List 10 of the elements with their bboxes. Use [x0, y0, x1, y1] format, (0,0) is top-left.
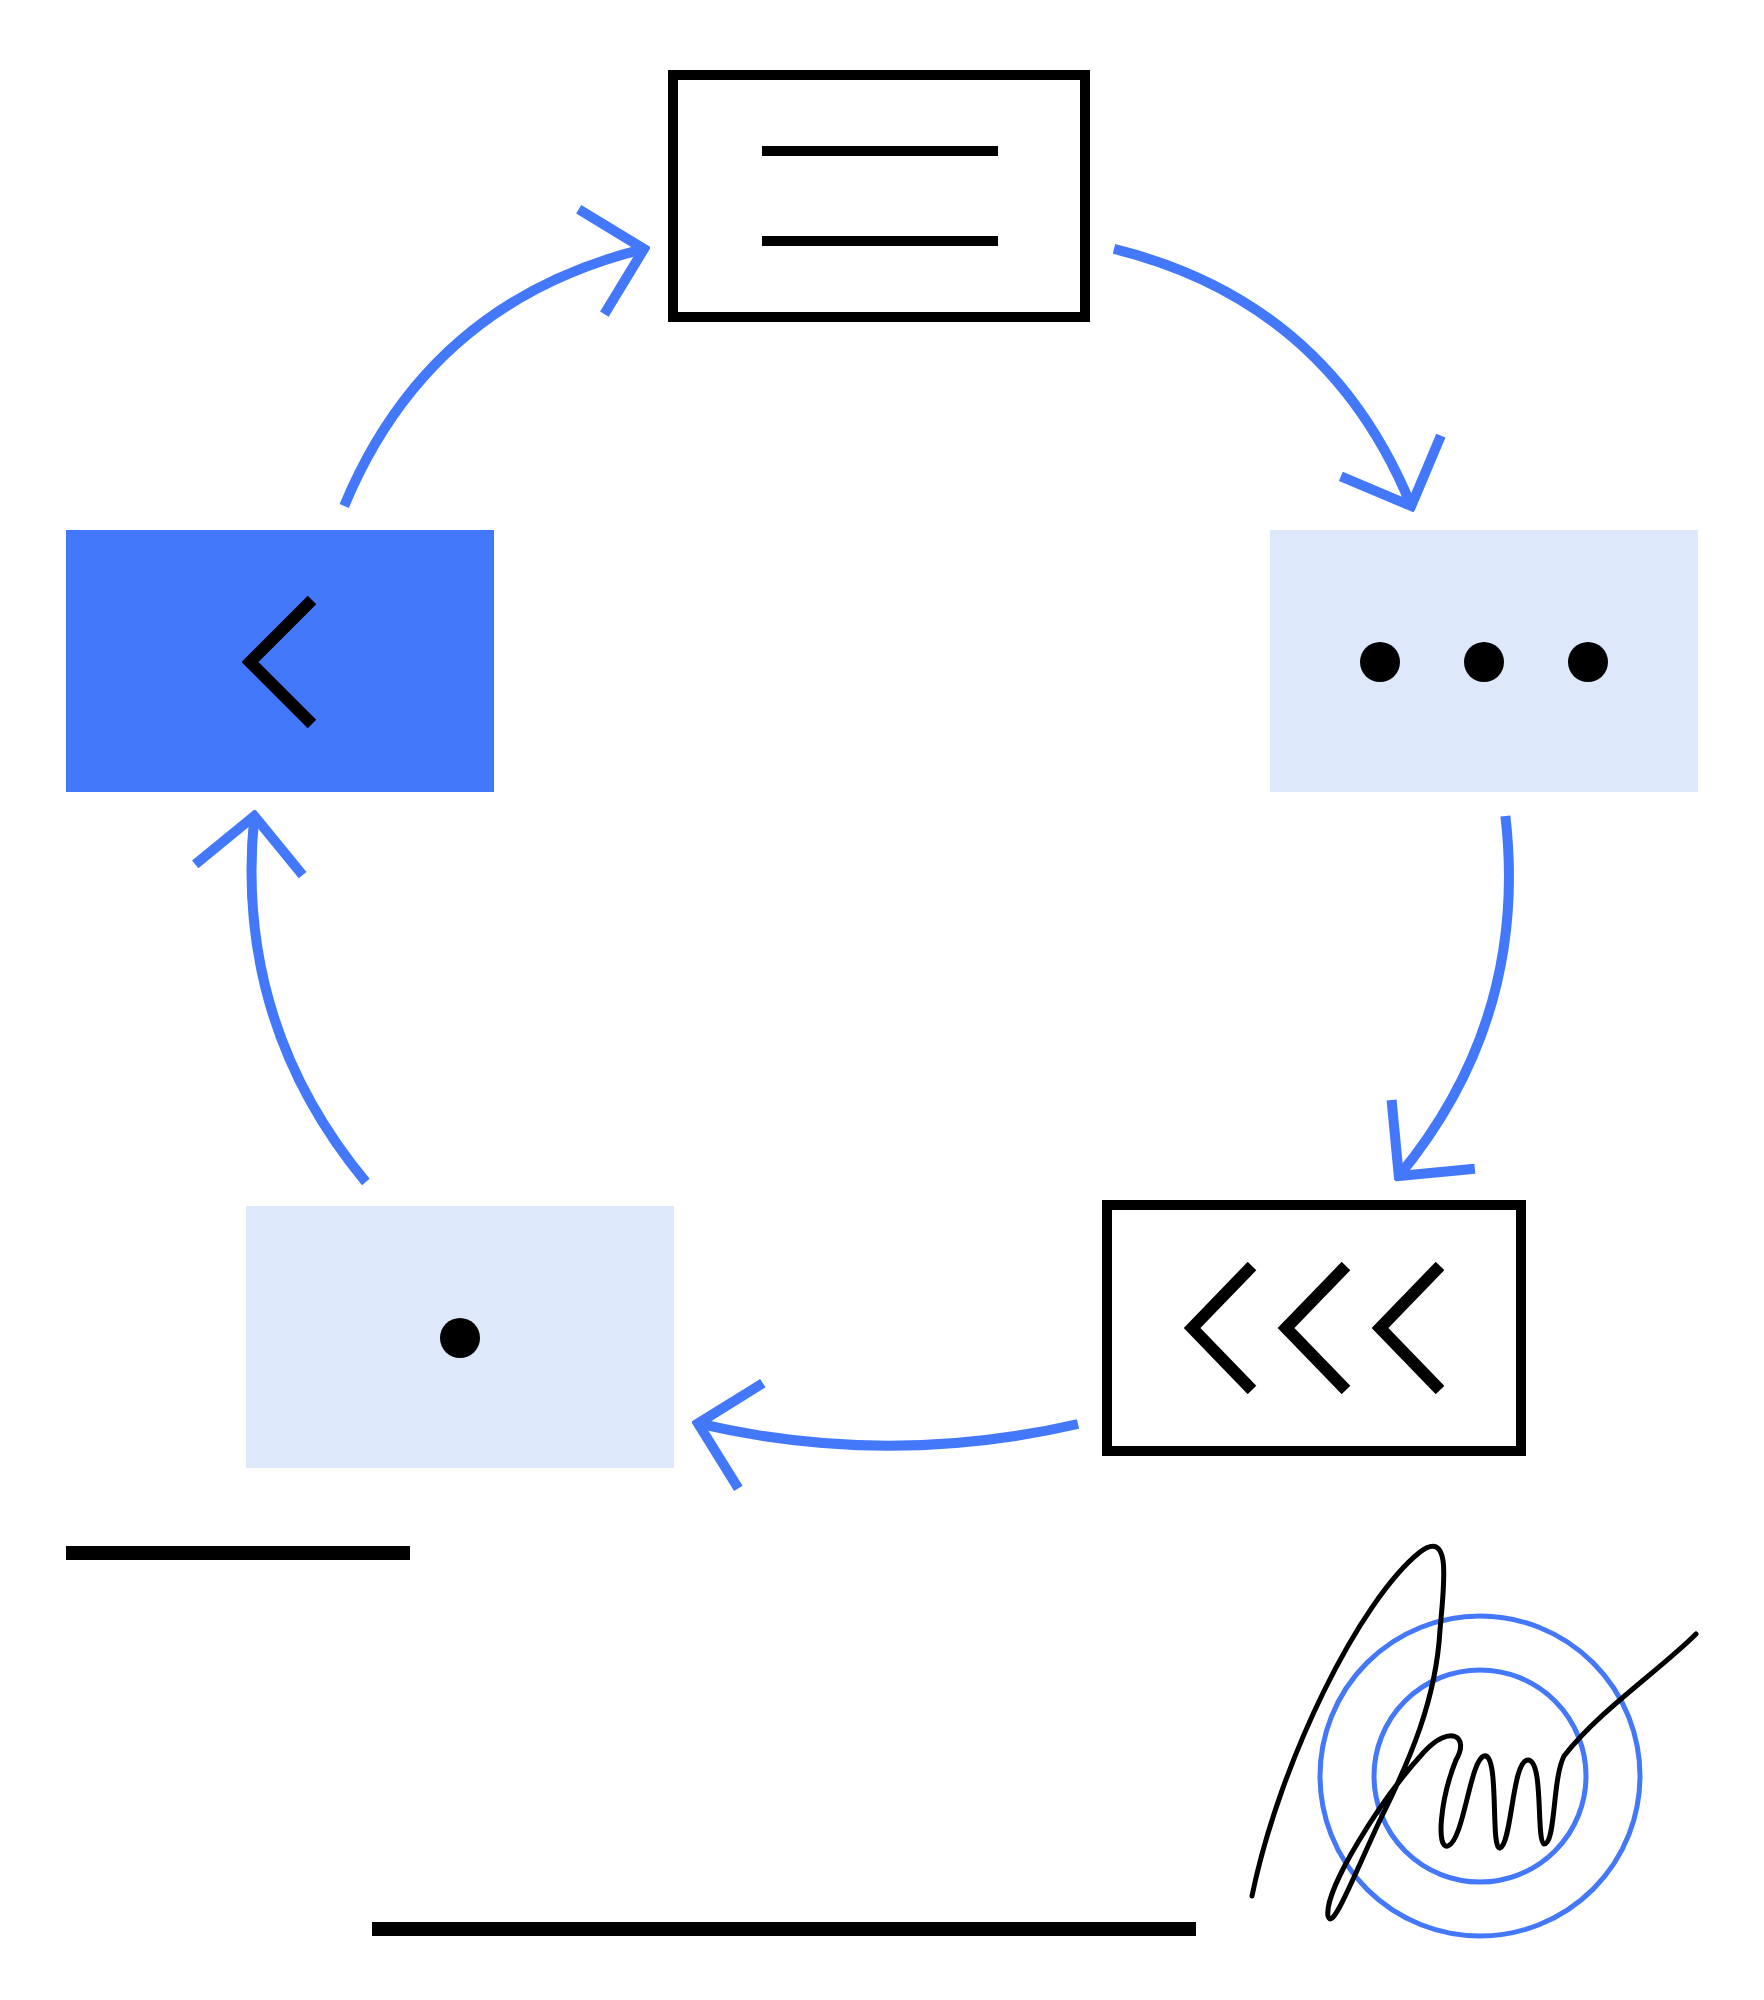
arrow	[191, 811, 370, 1186]
arrow	[339, 206, 649, 509]
arrow	[693, 1376, 1080, 1493]
process-box	[668, 70, 1090, 322]
process-box	[1270, 530, 1698, 792]
arrow	[1384, 815, 1514, 1181]
process-box	[246, 1206, 674, 1468]
process-box	[66, 530, 494, 792]
process-box	[1102, 1200, 1526, 1456]
arrow	[1112, 244, 1444, 511]
